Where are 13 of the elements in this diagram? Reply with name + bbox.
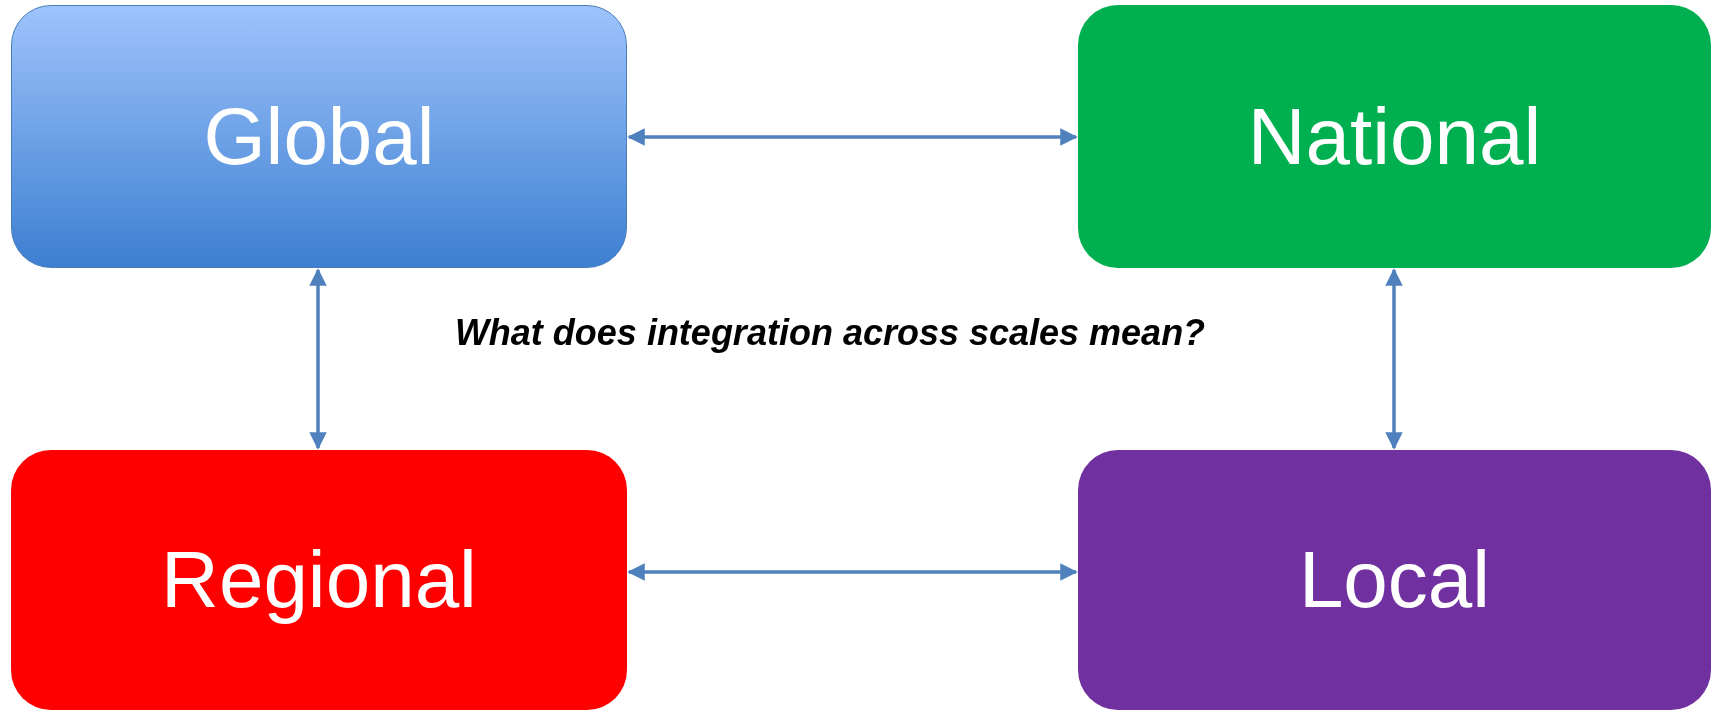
scale-box (1078, 5, 1711, 268)
double-arrow (1385, 268, 1403, 450)
double-arrow (627, 563, 1078, 581)
box-label: Global (203, 90, 435, 183)
box-label: Local (1298, 534, 1491, 626)
question-text: What does integration across scales mean? (453, 312, 1207, 354)
scale-box (11, 5, 627, 268)
scale-box (11, 450, 627, 710)
double-arrow (309, 268, 327, 450)
scale-box (1078, 450, 1711, 710)
double-arrow (627, 128, 1078, 146)
box-label: National (1247, 90, 1542, 183)
box-label: Regional (161, 534, 477, 626)
